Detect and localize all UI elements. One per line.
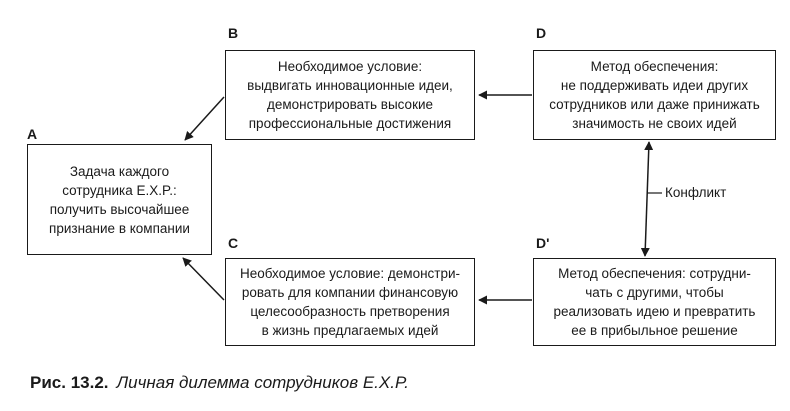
box-d-line: сотрудников или даже принижать: [549, 97, 760, 112]
box-d-line: не поддерживать идеи других: [560, 78, 749, 93]
label-d: D: [536, 25, 547, 41]
conflict-arrow: [640, 141, 654, 257]
conflict-label: Конфликт: [665, 185, 727, 201]
box-a-line: признание в компании: [49, 220, 190, 236]
box-c-line: целесообразность претворения: [250, 304, 450, 319]
box-d-line: значимость не своих идей: [572, 116, 737, 131]
box-d-prime-line: реализовать идею и превратить: [553, 304, 756, 319]
box-d-prime-line: ее в прибыльное решение: [571, 323, 738, 338]
box-a-line: сотрудника E.X.P.:: [62, 182, 177, 198]
box-b-line: выдвигать инновационные идеи,: [247, 78, 453, 93]
figure-title: Личная дилемма сотрудников E.X.P.: [116, 373, 409, 392]
label-c: C: [228, 235, 239, 251]
box-c-line: Необходимое условие: демонстри-: [239, 266, 461, 281]
box-d-prime-prerequisite: Метод обеспечения: сотрудни- чать с друг…: [533, 258, 776, 346]
box-b-line: профессиональные достижения: [248, 116, 452, 131]
arrow-b-to-a: [184, 96, 225, 141]
box-b-line: Необходимое условие:: [277, 59, 423, 74]
box-b-line: демонстрировать высокие: [266, 97, 434, 112]
arrow-c-to-a: [182, 257, 225, 301]
box-d-prime-line: Метод обеспечения: сотрудни-: [558, 266, 751, 281]
box-c-requirement: Необходимое условие: демонстри- ровать д…: [225, 258, 475, 346]
box-d-prime-line: чать с другими, чтобы: [585, 285, 724, 300]
box-a-line: Задача каждого: [69, 163, 170, 179]
label-a: A: [27, 126, 38, 142]
box-a-goal: Задача каждого сотрудника E.X.P.: получи…: [27, 144, 212, 255]
label-b: B: [228, 25, 239, 41]
label-d-prime: D': [536, 235, 550, 251]
box-c-line: ровать для компании финансовую: [241, 285, 459, 300]
box-c-line: в жизнь предлагаемых идей: [261, 323, 439, 338]
box-d-prerequisite: Метод обеспечения: не поддерживать идеи …: [533, 50, 776, 140]
figure-number: Рис. 13.2.: [30, 373, 109, 392]
box-a-line: получить высочайшее: [49, 201, 190, 217]
figure-caption: Рис. 13.2. Личная дилемма сотрудников E.X…: [30, 373, 409, 393]
box-b-requirement: Необходимое условие: выдвигать инновацио…: [225, 50, 475, 140]
box-d-line: Метод обеспечения:: [590, 59, 719, 74]
